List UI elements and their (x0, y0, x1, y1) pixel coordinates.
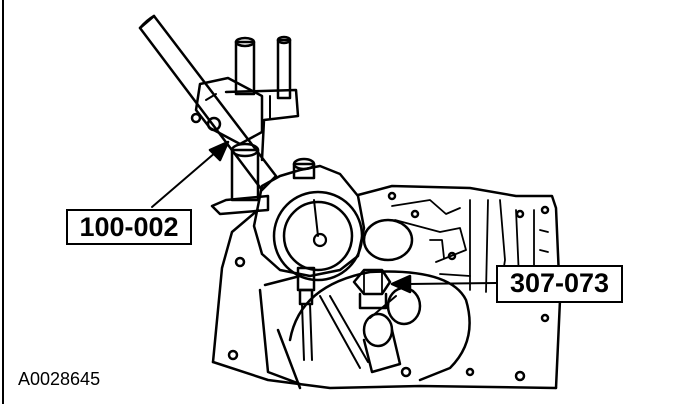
callout-tool-307-073: 307-073 (496, 265, 623, 303)
leader-arrows (151, 140, 497, 294)
figure-id: A0028645 (18, 369, 101, 389)
tool-base (210, 142, 270, 216)
callout-tool-100-002: 100-002 (66, 209, 192, 245)
indicator-plunger (296, 266, 369, 369)
servo-pin (362, 286, 422, 374)
indicator-arm (138, 14, 278, 192)
transmission-case (211, 184, 562, 390)
hex-bolt (352, 268, 392, 310)
dial-indicator (252, 157, 366, 282)
tool-clamp (190, 35, 300, 162)
